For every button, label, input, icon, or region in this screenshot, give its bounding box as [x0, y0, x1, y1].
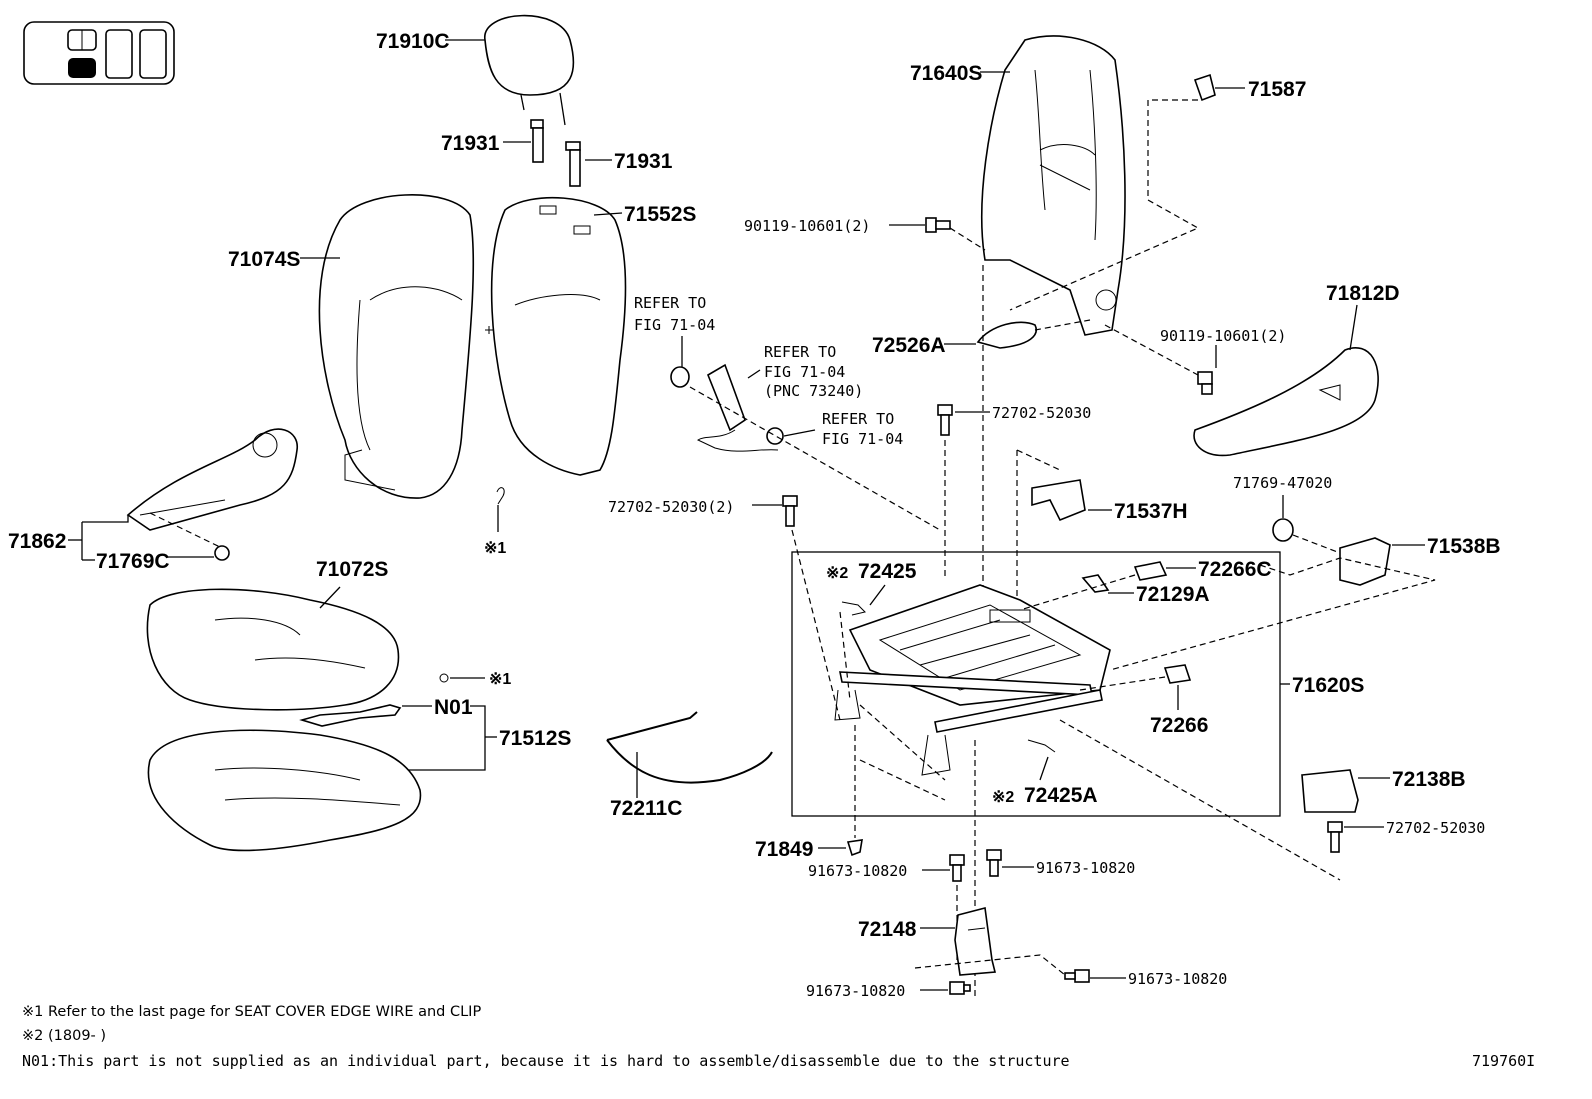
bolt-90119-lower[interactable] [1197, 371, 1213, 395]
recline-knob-72526a[interactable] [976, 321, 1037, 349]
mark-note1-a: ※1 [484, 540, 506, 557]
clip-71769-47020[interactable] [1272, 518, 1294, 542]
seatback-cover-71074s[interactable] [318, 194, 475, 499]
mark-note2-b: ※2 [992, 789, 1014, 806]
headrest-support-right[interactable] [565, 141, 581, 187]
hook-72266c[interactable] [1133, 561, 1168, 581]
bolt-91673-c[interactable] [949, 981, 971, 995]
label-n01: N01 [434, 696, 473, 719]
mark-note2-a: ※2 [826, 565, 848, 582]
label-72266c: 72266C [1198, 558, 1272, 581]
label-71910c: 71910C [376, 30, 450, 53]
bolt-72702-52030-a[interactable] [937, 404, 953, 436]
label-71931-left: 71931 [441, 132, 500, 155]
hook-72129a[interactable] [1081, 574, 1110, 593]
refer-c-line2: FIG 71-04 [822, 430, 903, 448]
footnote-1: ※1 Refer to the last page for SEAT COVER… [22, 1004, 481, 1020]
label-72702-52030-c: 72702-52030 [1386, 819, 1485, 837]
lock-cover-71587[interactable] [1193, 73, 1216, 102]
footnote-2: ※2 (1809- ) [22, 1028, 106, 1044]
bracket-71537h[interactable] [1031, 479, 1086, 522]
bolt-91673-d[interactable] [1064, 969, 1090, 983]
refer-c-line1: REFER TO [822, 410, 894, 428]
recliner-cover-71812d[interactable] [1193, 347, 1379, 457]
label-72211c: 72211C [610, 797, 682, 820]
label-71769c: 71769C [96, 550, 170, 573]
seat-cushion-cover-71072s[interactable] [146, 588, 400, 711]
seatback-frame-71640s[interactable] [980, 35, 1126, 336]
bolt-91673-a[interactable] [949, 854, 965, 882]
figure-id: 719760I [1472, 1052, 1535, 1070]
seat-position-locator-icon [23, 21, 175, 85]
leg-bracket-72148[interactable] [954, 906, 997, 976]
label-71538b: 71538B [1427, 535, 1501, 558]
seat-cushion-pad-71512s[interactable] [147, 729, 422, 852]
label-71072s: 71072S [316, 558, 388, 581]
seatback-pad-71552s[interactable] [485, 196, 627, 476]
cover-cap-icon[interactable] [766, 427, 784, 445]
edge-clip-icon [496, 487, 505, 532]
label-72138b: 72138B [1392, 768, 1466, 791]
label-71552s: 71552S [624, 203, 696, 226]
refer-b-line3: (PNC 73240) [764, 382, 863, 400]
label-72702-52030-2: 72702-52030(2) [608, 498, 734, 516]
bracket-71538b[interactable] [1339, 537, 1391, 586]
label-72129a: 72129A [1136, 583, 1210, 606]
label-90119-lower: 90119-10601(2) [1160, 327, 1286, 345]
label-72526a: 72526A [872, 334, 946, 357]
label-72425a: 72425A [1024, 784, 1098, 807]
cover-72138b[interactable] [1301, 769, 1359, 813]
clip-71769c[interactable] [167, 545, 230, 561]
spring-72425a[interactable] [1027, 739, 1056, 753]
label-71769-47020: 71769-47020 [1233, 474, 1332, 492]
refer-b-line2: FIG 71-04 [764, 363, 845, 381]
label-71512s: 71512S [499, 727, 571, 750]
grommet-icon[interactable] [670, 366, 690, 388]
edge-wire-72211c[interactable] [606, 711, 773, 784]
label-72266: 72266 [1150, 714, 1208, 737]
label-71849: 71849 [755, 838, 813, 861]
label-90119-upper: 90119-10601(2) [744, 217, 870, 235]
label-71640s: 71640S [910, 62, 982, 85]
label-71862: 71862 [8, 530, 66, 553]
label-71812d: 71812D [1326, 282, 1400, 305]
label-91673-d: 91673-10820 [1128, 970, 1227, 988]
label-71931-right: 71931 [614, 150, 673, 173]
label-71537h: 71537H [1114, 500, 1188, 523]
bolt-91673-b[interactable] [986, 849, 1002, 877]
clip-71849[interactable] [846, 839, 863, 857]
refer-b-line1: REFER TO [764, 343, 836, 361]
hook-72266[interactable] [1163, 664, 1192, 684]
bolt-72702-52030-2[interactable] [782, 495, 798, 527]
label-71620s: 71620S [1292, 674, 1364, 697]
bolt-90119-upper[interactable] [925, 217, 951, 233]
refer-a-line2: FIG 71-04 [634, 316, 715, 334]
label-71587: 71587 [1248, 78, 1306, 101]
label-71074s: 71074S [228, 248, 300, 271]
label-91673-b: 91673-10820 [1036, 859, 1135, 877]
bolt-72702-52030-c[interactable] [1327, 821, 1343, 853]
cushion-sensor-n01[interactable] [299, 704, 402, 727]
headrest-71910c[interactable] [484, 14, 575, 126]
label-91673-c: 91673-10820 [806, 982, 905, 1000]
label-72702-52030-a: 72702-52030 [992, 404, 1091, 422]
side-shield-71862[interactable] [126, 428, 298, 531]
label-72425: 72425 [858, 560, 917, 583]
refer-a-line1: REFER TO [634, 294, 706, 312]
label-72148: 72148 [858, 918, 917, 941]
mark-note1-b: ※1 [489, 671, 511, 688]
label-91673-a: 91673-10820 [808, 862, 907, 880]
footnote-n01: N01:This part is not supplied as an indi… [22, 1052, 1070, 1070]
headrest-support-left[interactable] [530, 119, 544, 163]
spring-72425[interactable] [841, 601, 866, 616]
seat-cushion-frame[interactable] [834, 584, 1111, 776]
